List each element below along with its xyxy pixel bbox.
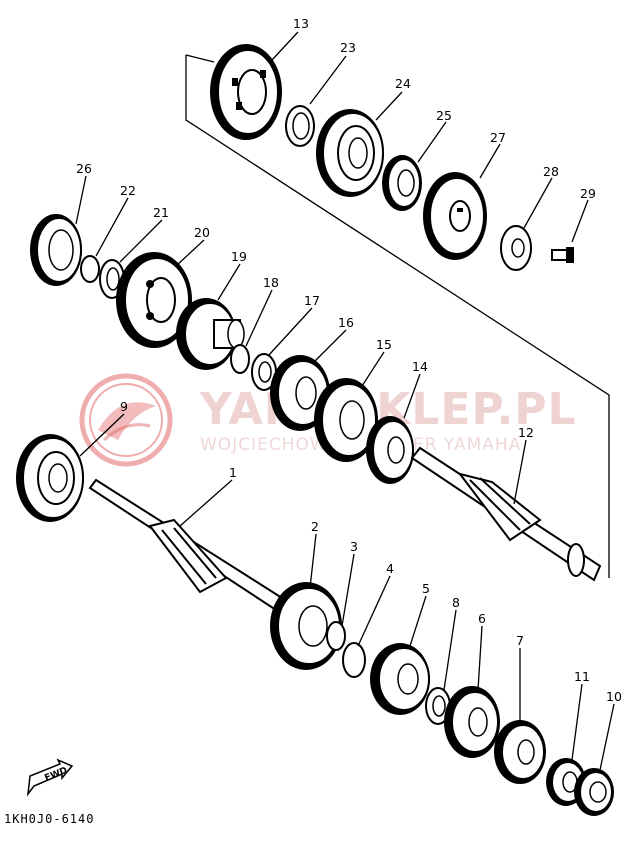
callout-18: 18: [263, 275, 279, 290]
callout-4: 4: [386, 561, 394, 576]
fwd-arrow-icon: FWD: [26, 758, 74, 797]
callout-16: 16: [338, 315, 354, 330]
leader-lines: [75, 31, 615, 771]
diagram-code: 1KH0J0-6140: [4, 812, 94, 826]
callout-28: 28: [543, 164, 559, 179]
part-28-lock-washer: [500, 225, 532, 271]
part-23-washer: [285, 105, 315, 147]
callout-23: 23: [340, 40, 356, 55]
part-20-gear: [116, 252, 192, 348]
part-3-circlip: [326, 621, 346, 651]
part-27-sprocket: [423, 172, 487, 260]
part-8-washer: [425, 687, 451, 725]
callout-27: 27: [490, 130, 506, 145]
part-5-gear: [370, 643, 430, 715]
part-6-gear: [444, 686, 500, 758]
callout-5: 5: [422, 581, 430, 596]
callout-13: 13: [293, 16, 309, 31]
part-17-washer: [251, 353, 277, 391]
callout-21: 21: [153, 205, 169, 220]
callout-19: 19: [231, 249, 247, 264]
part-26-bearing: [30, 214, 82, 286]
part-24-bearing: [316, 109, 384, 197]
part-4-washer: [342, 642, 366, 678]
part-2-gear: [270, 582, 342, 670]
part-14-gear: [366, 416, 414, 484]
callout-22: 22: [120, 183, 136, 198]
callout-11: 11: [574, 669, 590, 684]
part-7-gear: [494, 720, 546, 784]
callout-29: 29: [580, 186, 596, 201]
callout-7: 7: [516, 633, 524, 648]
part-29-bolt: [551, 247, 574, 263]
callout-25: 25: [436, 108, 452, 123]
callout-9: 9: [120, 399, 128, 414]
callout-8: 8: [452, 595, 460, 610]
callout-10: 10: [606, 689, 622, 704]
callout-6: 6: [478, 611, 486, 626]
watermark-logo: [79, 373, 173, 467]
part-13-gear: [210, 44, 282, 140]
part-18-circlip: [230, 344, 250, 374]
part-1-main-axle: [88, 478, 284, 612]
callout-15: 15: [376, 337, 392, 352]
callout-24: 24: [395, 76, 411, 91]
part-12-shaft: [410, 446, 602, 582]
callout-labels: 13 23 24 25 27 28 29 26 22 21 20 19 18 1…: [76, 16, 622, 704]
callout-2: 2: [311, 519, 319, 534]
part-9-bearing: [16, 434, 84, 522]
callout-17: 17: [304, 293, 320, 308]
callout-14: 14: [412, 359, 428, 374]
assembly-bracket-line: [185, 55, 610, 578]
callout-12: 12: [518, 425, 534, 440]
assembly-bracket-top: [185, 54, 215, 63]
part-25-oil-seal: [382, 155, 422, 211]
part-15-gear: [314, 378, 378, 462]
part-10-bearing: [574, 768, 614, 816]
part-19-gear: [176, 298, 245, 370]
callout-26: 26: [76, 161, 92, 176]
callout-3: 3: [350, 539, 358, 554]
part-22-washer: [80, 255, 100, 283]
callout-1: 1: [229, 465, 237, 480]
callout-20: 20: [194, 225, 210, 240]
